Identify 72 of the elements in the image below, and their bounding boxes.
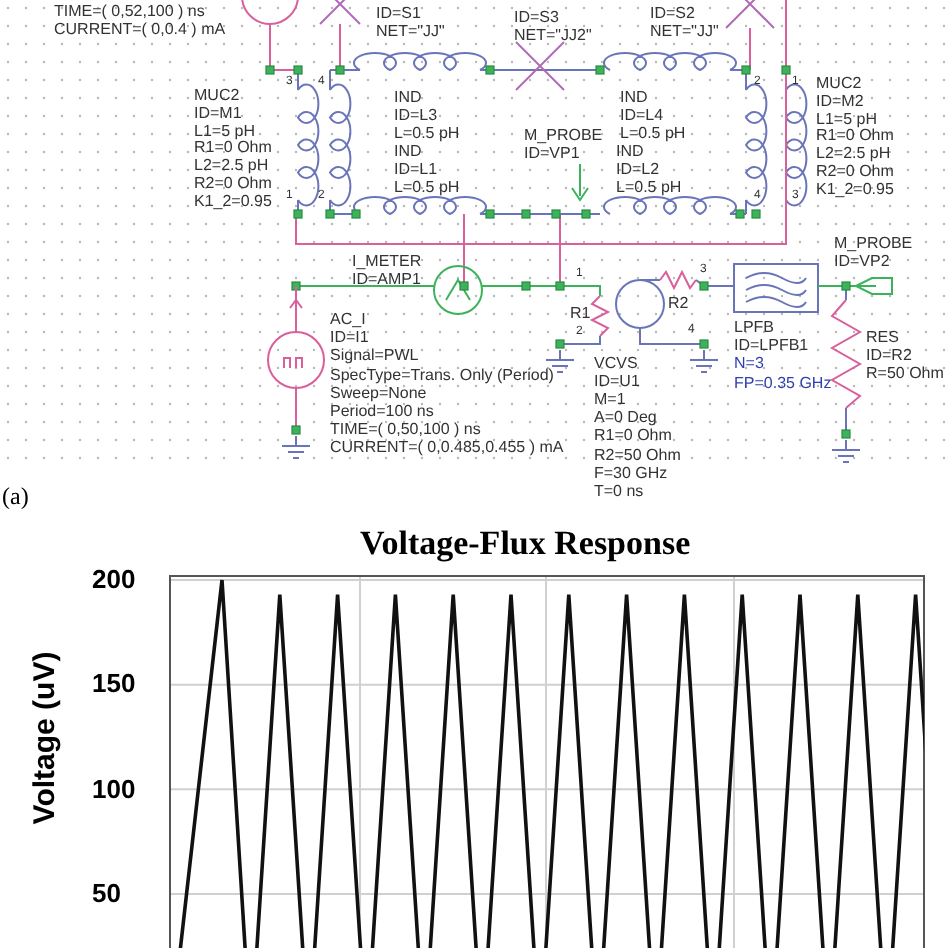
component-label: ID=S2 [650, 4, 695, 22]
component-label: F=30 GHz [594, 463, 668, 482]
component-label: R1=0 Ohm [816, 126, 894, 145]
component-label: IND [394, 142, 422, 160]
component-label: R1 [570, 304, 591, 322]
component-label: ID=VP2 [834, 251, 890, 270]
component-label: N=3 [734, 354, 764, 373]
component-label: NET="JJ2" [514, 26, 592, 44]
component-label: R2 [668, 294, 689, 312]
component-label: L=0.5 pH [616, 177, 682, 196]
component-label: TIME=( 0,50,100 ) ns [330, 420, 481, 439]
component-label: M=1 [594, 390, 626, 409]
component-label: LPFB [734, 318, 775, 336]
component-label: RES [866, 328, 899, 346]
component-label: K1_2=0.95 [194, 191, 272, 210]
component-label: ID=L2 [616, 159, 660, 178]
tick-label: 50 [92, 878, 121, 910]
component-label: Period=100 ns [330, 402, 434, 420]
component-label: IND [620, 88, 648, 106]
component-label: T=0 ns [594, 481, 644, 500]
component-label: L=0.5 pH [620, 123, 686, 142]
component-label: MUC2 [816, 74, 862, 92]
component-label: TIME=( 0,52,100 ) ns [54, 2, 205, 20]
component-label: ID=U1 [594, 372, 640, 391]
component-label: FP=0.35 GHz [734, 373, 832, 392]
component-label: R=50 Ohm [866, 364, 944, 383]
component-label: ID=AMP1 [352, 269, 421, 288]
component-label: ID=R2 [866, 346, 912, 365]
component-label: I_METER [352, 252, 422, 270]
component-label: ID=S1 [376, 4, 421, 22]
component-label: ID=L1 [394, 159, 438, 178]
component-label: IND [394, 88, 422, 106]
panel-label: (a) [2, 482, 29, 510]
component-label: R2=0 Ohm [194, 174, 272, 192]
axis-title: Voltage (uV) [28, 651, 65, 825]
component-label: A=0 Deg [594, 408, 657, 427]
component-label: IND [616, 142, 644, 160]
component-label: ID=I1 [330, 328, 369, 347]
component-label: Sweep=None [330, 383, 427, 402]
component-label: L1=5 pH [816, 109, 877, 128]
component-label: R1=0 Ohm [194, 138, 272, 157]
component-label: NET="JJ" [376, 22, 445, 40]
component-label: ID=M2 [816, 91, 864, 110]
component-label: L1=5 pH [194, 121, 255, 140]
tick-label: 150 [92, 668, 136, 701]
component-label: NET="JJ" [650, 22, 719, 40]
component-label: Signal=PWL [330, 346, 419, 365]
component-label: ID=VP1 [524, 143, 580, 162]
component-label: CURRENT=( 0,0.4 ) mA [54, 20, 226, 38]
tick-label: 200 [92, 564, 136, 596]
tick-label: 100 [92, 773, 136, 806]
component-label: VCVS [594, 354, 638, 372]
component-label: K1_2=0.95 [816, 179, 894, 198]
component-label: R1=0 Ohm [594, 426, 672, 445]
component-label: ID=L4 [620, 105, 664, 124]
component-label: R2=50 Ohm [594, 445, 681, 463]
component-label: L=0.5 pH [394, 177, 460, 196]
component-label: L2=2.5 pH [816, 144, 891, 163]
component-label: R2=0 Ohm [816, 162, 894, 180]
component-label: AC_I [330, 310, 366, 328]
component-label: SpecType=Trans. Only (Period) [330, 365, 554, 384]
component-label: M_PROBE [834, 234, 913, 252]
component-label: ID=M1 [194, 103, 242, 122]
component-label: ID=S3 [514, 8, 559, 26]
chart-title: Voltage-Flux Response [360, 524, 691, 564]
component-label: ID=LPFB1 [734, 336, 809, 355]
component-label: ID=L3 [394, 105, 438, 124]
component-label: L=0.5 pH [394, 123, 460, 142]
component-label: MUC2 [194, 86, 240, 104]
component-label: M_PROBE [524, 126, 603, 144]
component-label: CURRENT=( 0,0.485,0.455 ) mA [330, 438, 564, 457]
component-label: L2=2.5 pH [194, 156, 269, 175]
